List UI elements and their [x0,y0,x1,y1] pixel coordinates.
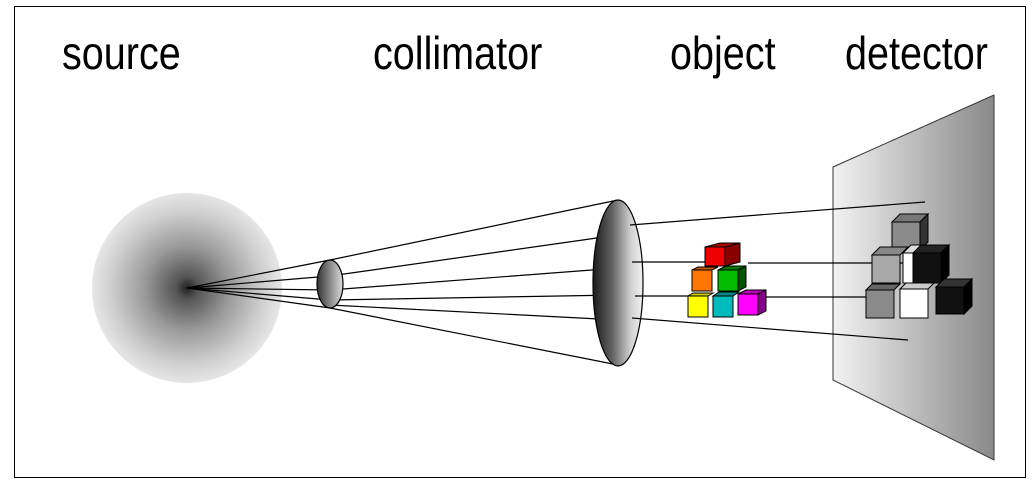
collimator-cone [329,199,619,366]
cube-orange [691,266,719,292]
source-label: source [62,27,181,79]
detector-cube-mid-left [870,246,910,284]
cube-cyan [711,291,741,318]
detector-cube-bottom-left [864,283,902,319]
collimator-small-lens [316,259,344,309]
collimator-large-lens [592,199,644,367]
cube-yellow [686,292,715,318]
detector-label: detector [845,27,988,79]
detector-cube-mid-black [911,243,951,285]
cube-magenta [737,289,767,316]
cube-green [717,265,747,292]
object-label: object [670,27,776,79]
collimator-label: collimator [373,27,543,79]
object-cubes [686,242,767,318]
cube-red [704,242,741,267]
detector-image-cubes [864,212,974,319]
detector-cube-bottom-black [934,277,974,316]
detector-cube-bottom-white [898,282,936,319]
beam-source-to-collimator [186,259,331,309]
